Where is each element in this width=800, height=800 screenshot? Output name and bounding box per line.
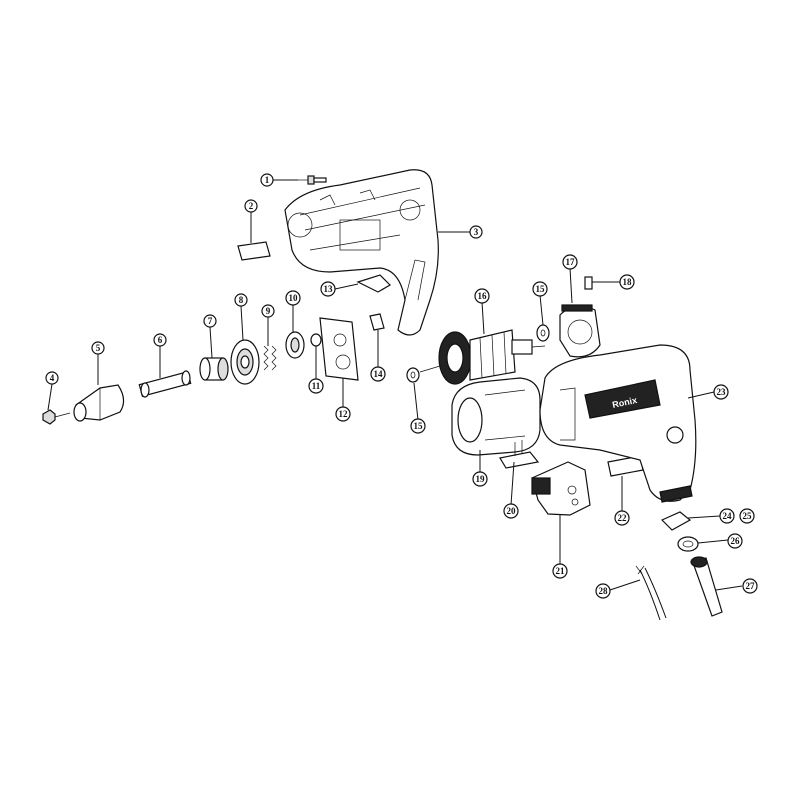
svg-text:3: 3 (474, 227, 479, 237)
callout-26: 26 (727, 533, 743, 549)
svg-text:15: 15 (536, 284, 546, 294)
part-26-sleeve (677, 536, 699, 552)
svg-text:9: 9 (266, 306, 271, 316)
part-19-stator (451, 377, 541, 456)
svg-text:4: 4 (50, 373, 55, 383)
svg-text:25: 25 (743, 511, 753, 521)
callout-4: 4 (45, 371, 59, 385)
svg-text:19: 19 (476, 474, 486, 484)
svg-text:7: 7 (208, 316, 213, 326)
svg-text:16: 16 (478, 291, 488, 301)
callout-13: 13 (320, 281, 336, 297)
part-4-bolt (42, 409, 71, 425)
part-11-cylinder (310, 333, 322, 347)
callout-25: 25 (739, 508, 755, 524)
svg-text:1: 1 (265, 175, 270, 185)
callout-24: 24 (719, 508, 735, 524)
callout-28: 28 (595, 583, 611, 599)
part-15-washer-a (406, 367, 420, 383)
part-10-gear (285, 331, 305, 359)
callout-17: 17 (562, 254, 578, 270)
callout-9: 9 (261, 304, 275, 318)
part-21-switch (531, 461, 591, 516)
part-2-label (237, 241, 271, 261)
svg-text:22: 22 (618, 513, 628, 523)
part-5-chuck (73, 384, 125, 422)
svg-text:5: 5 (96, 343, 101, 353)
part-7-sleeve (199, 357, 229, 381)
part-14-clip (369, 313, 385, 331)
callout-1: 1 (260, 173, 274, 187)
callout-8: 8 (234, 293, 248, 307)
callout-2: 2 (244, 199, 258, 213)
svg-text:17: 17 (566, 257, 576, 267)
part-16-armature (419, 329, 546, 385)
svg-text:23: 23 (717, 387, 727, 397)
svg-text:15: 15 (414, 421, 424, 431)
part-15-washer-b (536, 324, 550, 342)
svg-text:11: 11 (312, 381, 321, 391)
svg-text:27: 27 (746, 581, 756, 591)
part-23-housing: Ronix (539, 344, 697, 503)
svg-text:10: 10 (289, 293, 299, 303)
svg-text:24: 24 (723, 511, 733, 521)
part-3-housing-half (284, 169, 439, 336)
part-27-cord-guard (690, 556, 723, 617)
callout-11: 11 (308, 378, 324, 394)
part-1-screw (298, 175, 327, 185)
svg-text:21: 21 (556, 566, 566, 576)
part-28-cord (635, 565, 667, 621)
svg-text:8: 8 (239, 295, 244, 305)
callout-15b: 15 (532, 281, 548, 297)
callout-15a: 15 (410, 418, 426, 434)
callout-27: 27 (742, 578, 758, 594)
svg-text:2: 2 (249, 201, 254, 211)
part-24-cord-clamp (660, 511, 692, 531)
svg-text:12: 12 (339, 409, 349, 419)
callout-10: 10 (285, 290, 301, 306)
callout-22: 22 (614, 510, 630, 526)
part-8-bearing (230, 339, 260, 385)
callout-19: 19 (472, 471, 488, 487)
callout-3: 3 (469, 225, 483, 239)
part-20-terminal (499, 440, 540, 469)
callout-6: 6 (153, 333, 167, 347)
part-13-bracket (356, 274, 391, 293)
svg-text:26: 26 (731, 536, 741, 546)
svg-text:6: 6 (158, 335, 163, 345)
callout-16: 16 (474, 288, 490, 304)
callout-23: 23 (713, 384, 729, 400)
svg-text:14: 14 (374, 369, 384, 379)
callout-12: 12 (335, 406, 351, 422)
svg-text:13: 13 (324, 284, 334, 294)
callout-5: 5 (91, 341, 105, 355)
svg-text:18: 18 (623, 277, 633, 287)
part-9-spring (263, 345, 277, 371)
callout-14: 14 (370, 366, 386, 382)
part-17-brush-holder (559, 304, 601, 358)
leader-lines (47, 179, 743, 591)
callout-21: 21 (552, 563, 568, 579)
callout-7: 7 (203, 314, 217, 328)
callout-20: 20 (503, 503, 519, 519)
svg-text:20: 20 (507, 506, 517, 516)
callout-18: 18 (619, 274, 635, 290)
svg-text:28: 28 (599, 586, 609, 596)
part-6-spindle (138, 370, 192, 398)
part-18-brush (584, 276, 593, 290)
part-12-plate (319, 317, 359, 381)
